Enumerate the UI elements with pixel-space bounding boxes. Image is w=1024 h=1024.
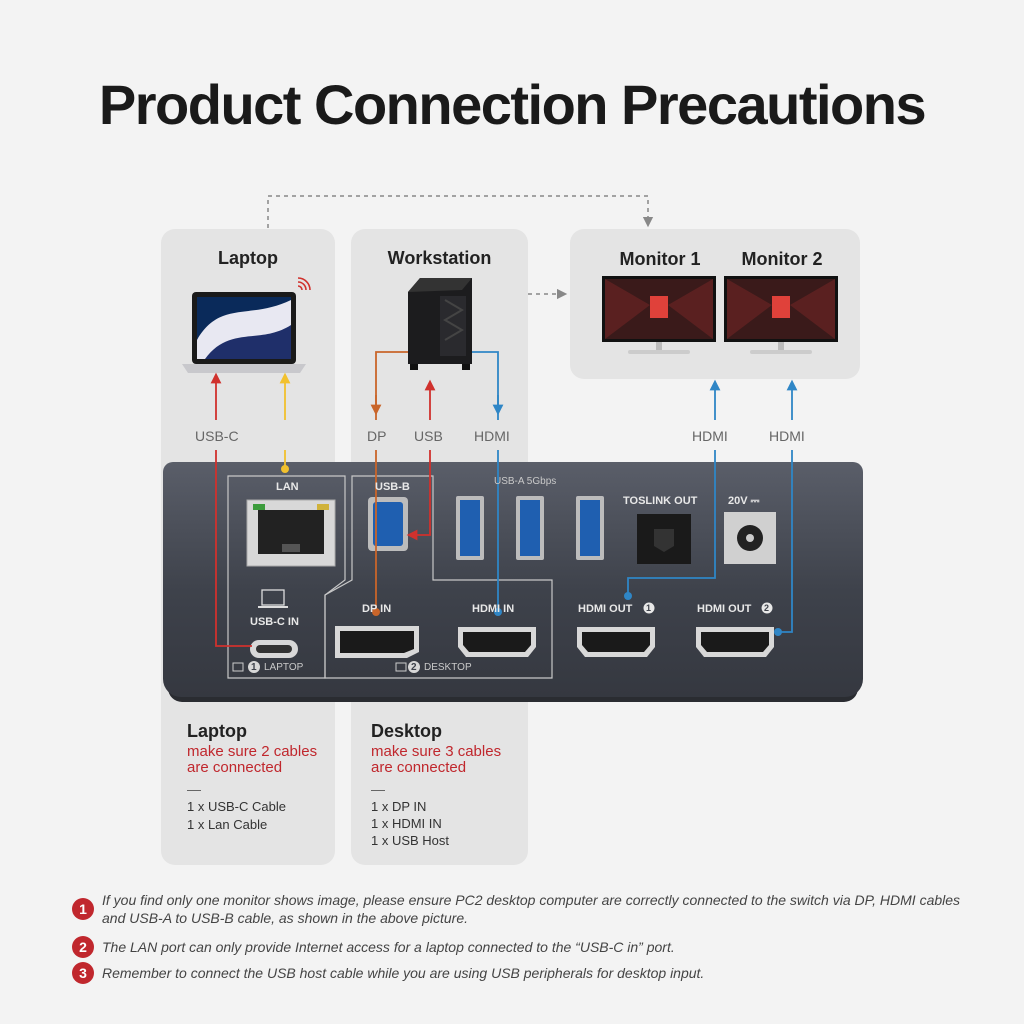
workstation-panel-title: Workstation [387, 248, 492, 268]
hdmi-in-cable-end [494, 608, 502, 616]
usba-port-2 [516, 496, 544, 560]
monitor2-icon [724, 276, 838, 354]
hdmi-out1-number: 1 [646, 603, 652, 613]
laptop-bay-number: 1 [251, 662, 257, 673]
usbc-in-port-label: USB-C IN [250, 616, 299, 628]
hdmi-out1-cable [627, 385, 715, 594]
desktop-group-item: 1 x HDMI IN [371, 816, 442, 831]
usb-cable [412, 385, 430, 535]
power-port [724, 512, 776, 564]
laptop-group-item: 1 x Lan Cable [187, 817, 268, 832]
desktop-bay-number: 2 [411, 662, 417, 673]
laptop-bay-icon [232, 662, 244, 672]
laptop-group-divider [187, 790, 201, 791]
hdmi-out1-port-label: HDMI OUT [578, 603, 633, 615]
hdmi-out1-number-badge [643, 602, 655, 614]
laptop-panel-title: Laptop [218, 248, 278, 268]
usbb-port [368, 497, 408, 551]
desktop-group-title: Desktop [371, 721, 443, 741]
desktop-bay-label: DESKTOP [424, 662, 472, 673]
note-text: If you find only one monitor shows image… [102, 892, 961, 926]
dp-cable-label: DP [367, 428, 387, 444]
note-text: The LAN port can only provide Internet a… [102, 939, 675, 955]
usbc-laptop-icon [258, 589, 288, 608]
hdmi-out2-number: 2 [764, 603, 770, 613]
toslink-port-label: TOSLINK OUT [623, 495, 698, 507]
desktop-group-item: 1 x DP IN [371, 799, 427, 814]
bay-number-2-badge [408, 661, 420, 673]
note-text: Remember to connect the USB host cable w… [102, 965, 705, 981]
laptop-icon [182, 292, 306, 373]
workstation-tower-icon [408, 278, 472, 370]
lan-cable-end [281, 465, 289, 473]
monitor2-title: Monitor 2 [741, 249, 823, 269]
desktop-group-divider [371, 790, 385, 791]
monitor1-icon [602, 276, 716, 354]
desktop-bay-icon [395, 662, 407, 672]
power-port-label: 20V ⎓ [728, 495, 760, 507]
laptop-group-warning: make sure 2 cables are connected [187, 743, 318, 776]
usba-port-label: USB-A 5Gbps [494, 476, 557, 487]
usba-port-3 [576, 496, 604, 560]
hdmi-out2-port-label: HDMI OUT [697, 603, 752, 615]
monitor1-title: Monitor 1 [619, 249, 701, 269]
usbc-cable [216, 378, 252, 647]
desktop-group-item: 1 x USB Host [371, 833, 450, 848]
hdmi-out1-cable-end [624, 592, 632, 600]
lan-port [246, 499, 336, 567]
dp-in-port-label: DP IN [362, 603, 392, 615]
usbb-port-label: USB-B [375, 481, 410, 493]
usba-port-1 [456, 496, 484, 560]
hdmi-out1-port [577, 627, 655, 657]
hdmi-out2-cable-end [774, 628, 782, 636]
note-number-badge: 1 [72, 898, 94, 920]
hdmi-in-cable-label: HDMI [474, 428, 510, 444]
dashed-link-laptop-monitor [267, 195, 654, 228]
bay-number-1-badge [248, 661, 260, 673]
usbc-port [250, 640, 298, 658]
lan-port-label: LAN [276, 481, 299, 493]
toslink-port [637, 514, 691, 564]
note-number-badge: 2 [72, 936, 94, 958]
page-title: Product Connection Precautions [98, 73, 927, 136]
hdmi-in-port [458, 627, 536, 657]
laptop-group-item: 1 x USB-C Cable [187, 799, 286, 814]
laptop-bay-label: LAPTOP [264, 662, 304, 673]
desktop-group-warning: make sure 3 cables are connected [371, 743, 502, 776]
laptop-group-title: Laptop [187, 721, 247, 741]
dp-port [335, 626, 419, 658]
usbc-cable-label: USB-C [195, 428, 239, 444]
hdmi-out2-port [696, 627, 774, 657]
hdmi-out2-number-badge [761, 602, 773, 614]
hdmi-in-port-label: HDMI IN [472, 603, 515, 615]
note-number-badge: 3 [72, 962, 94, 984]
wifi-icon [297, 277, 311, 291]
dp-cable-end [372, 608, 380, 616]
hdmi-out2-cable [780, 385, 792, 633]
hdmi-out2-cable-label: HDMI [769, 428, 805, 444]
hdmi-out1-cable-label: HDMI [692, 428, 728, 444]
